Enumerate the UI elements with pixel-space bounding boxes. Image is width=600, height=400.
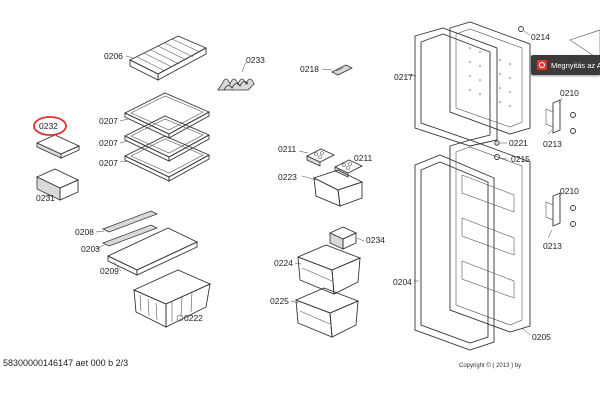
label-0210-a: 0210 bbox=[560, 88, 579, 98]
label-0204: 0204 bbox=[393, 277, 412, 287]
label-0224: 0224 bbox=[274, 258, 293, 268]
fridge-door-part bbox=[449, 139, 531, 333]
hinge-screw-part bbox=[518, 26, 524, 32]
label-0211-b: 0211 bbox=[354, 153, 373, 163]
label-0205: 0205 bbox=[532, 332, 551, 342]
fridge-door-gasket-part bbox=[414, 154, 495, 351]
small-shelf-part bbox=[35, 134, 81, 159]
wire-rack-part bbox=[128, 35, 208, 81]
label-0234: 0234 bbox=[366, 235, 385, 245]
corner-outline-upper bbox=[569, 29, 600, 61]
freezer-door-gasket-part bbox=[414, 27, 498, 147]
label-0207-a: 0207 bbox=[99, 116, 118, 126]
label-0206: 0206 bbox=[104, 51, 123, 61]
pdf-icon bbox=[537, 60, 547, 70]
glass-shelves-part bbox=[123, 92, 211, 182]
shelf-trim-strips-part bbox=[102, 210, 158, 247]
label-0213-a: 0213 bbox=[543, 139, 562, 149]
label-0222: 0222 bbox=[184, 313, 203, 323]
hinge-bracket-upper-part bbox=[545, 99, 576, 134]
open-in-pdf-label: Megnyitás az A bbox=[551, 60, 600, 70]
small-clip-part bbox=[331, 64, 353, 76]
label-0203: 0203 bbox=[81, 244, 100, 254]
label-0209: 0209 bbox=[100, 266, 119, 276]
bottle-holder-part bbox=[217, 78, 255, 91]
label-0223: 0223 bbox=[278, 172, 297, 182]
label-0218: 0218 bbox=[300, 64, 319, 74]
label-0207-c: 0207 bbox=[99, 158, 118, 168]
label-0208: 0208 bbox=[75, 227, 94, 237]
label-0231: 0231 bbox=[36, 193, 55, 203]
egg-tray-left-part bbox=[305, 148, 336, 167]
document-id: 58300000146147 aet 000 b 2/3 bbox=[3, 358, 129, 368]
door-shelf-upper-part bbox=[312, 169, 364, 207]
hinge-bracket-lower-part bbox=[545, 192, 576, 227]
freezer-door-part bbox=[449, 21, 531, 135]
label-0221: 0221 bbox=[509, 138, 528, 148]
door-stop-part bbox=[494, 154, 500, 160]
copyright-note: Copyright © ( 2013 ) by bbox=[459, 363, 522, 369]
label-0211-a: 0211 bbox=[278, 144, 297, 154]
open-in-pdf-button[interactable]: Megnyitás az A bbox=[531, 55, 600, 75]
small-door-bin-part bbox=[328, 226, 358, 250]
crisper-cover-part bbox=[106, 227, 199, 276]
label-0232: 0232 bbox=[39, 121, 58, 131]
label-0213-b: 0213 bbox=[543, 241, 562, 251]
door-bin-middle-part bbox=[296, 244, 362, 295]
label-0207-b: 0207 bbox=[99, 138, 118, 148]
label-0217: 0217 bbox=[394, 72, 413, 82]
label-0225: 0225 bbox=[270, 296, 289, 306]
label-0233: 0233 bbox=[246, 55, 265, 65]
small-box-part bbox=[35, 168, 80, 201]
label-0210-b: 0210 bbox=[560, 186, 579, 196]
label-0214: 0214 bbox=[531, 32, 550, 42]
door-bin-lower-part bbox=[294, 287, 360, 338]
crisper-drawer-part bbox=[132, 269, 212, 328]
highlight-circle bbox=[33, 116, 67, 136]
hinge-pin-part bbox=[494, 140, 500, 146]
